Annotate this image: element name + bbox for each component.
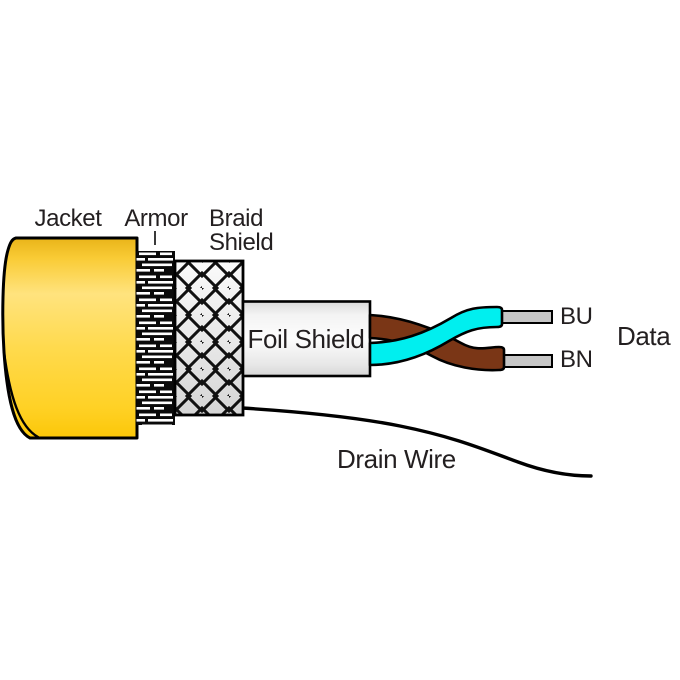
armor-label: Armor	[124, 205, 188, 232]
data-pair-label: Data	[617, 321, 671, 351]
bu-conductor	[494, 310, 553, 324]
jacket-label: Jacket	[35, 205, 103, 232]
twisted-pair-cyan-wire	[368, 305, 504, 367]
bu-wire-label: BU	[560, 303, 593, 330]
bn-wire-label: BN	[560, 346, 593, 373]
jacket-endcap-arc	[2, 350, 40, 439]
armor-band	[136, 251, 175, 425]
foil-shield-block	[241, 300, 372, 378]
drain-wire-line	[240, 406, 593, 478]
braid-shield-label-line2: Shield	[209, 229, 273, 256]
braid-shield-block	[173, 259, 245, 417]
foil-shield-label: Foil Shield	[248, 324, 365, 354]
jacket-shape	[1, 236, 139, 440]
braid-shield-label-line1: Braid	[209, 205, 263, 232]
drain-wire-label: Drain Wire	[337, 444, 456, 474]
